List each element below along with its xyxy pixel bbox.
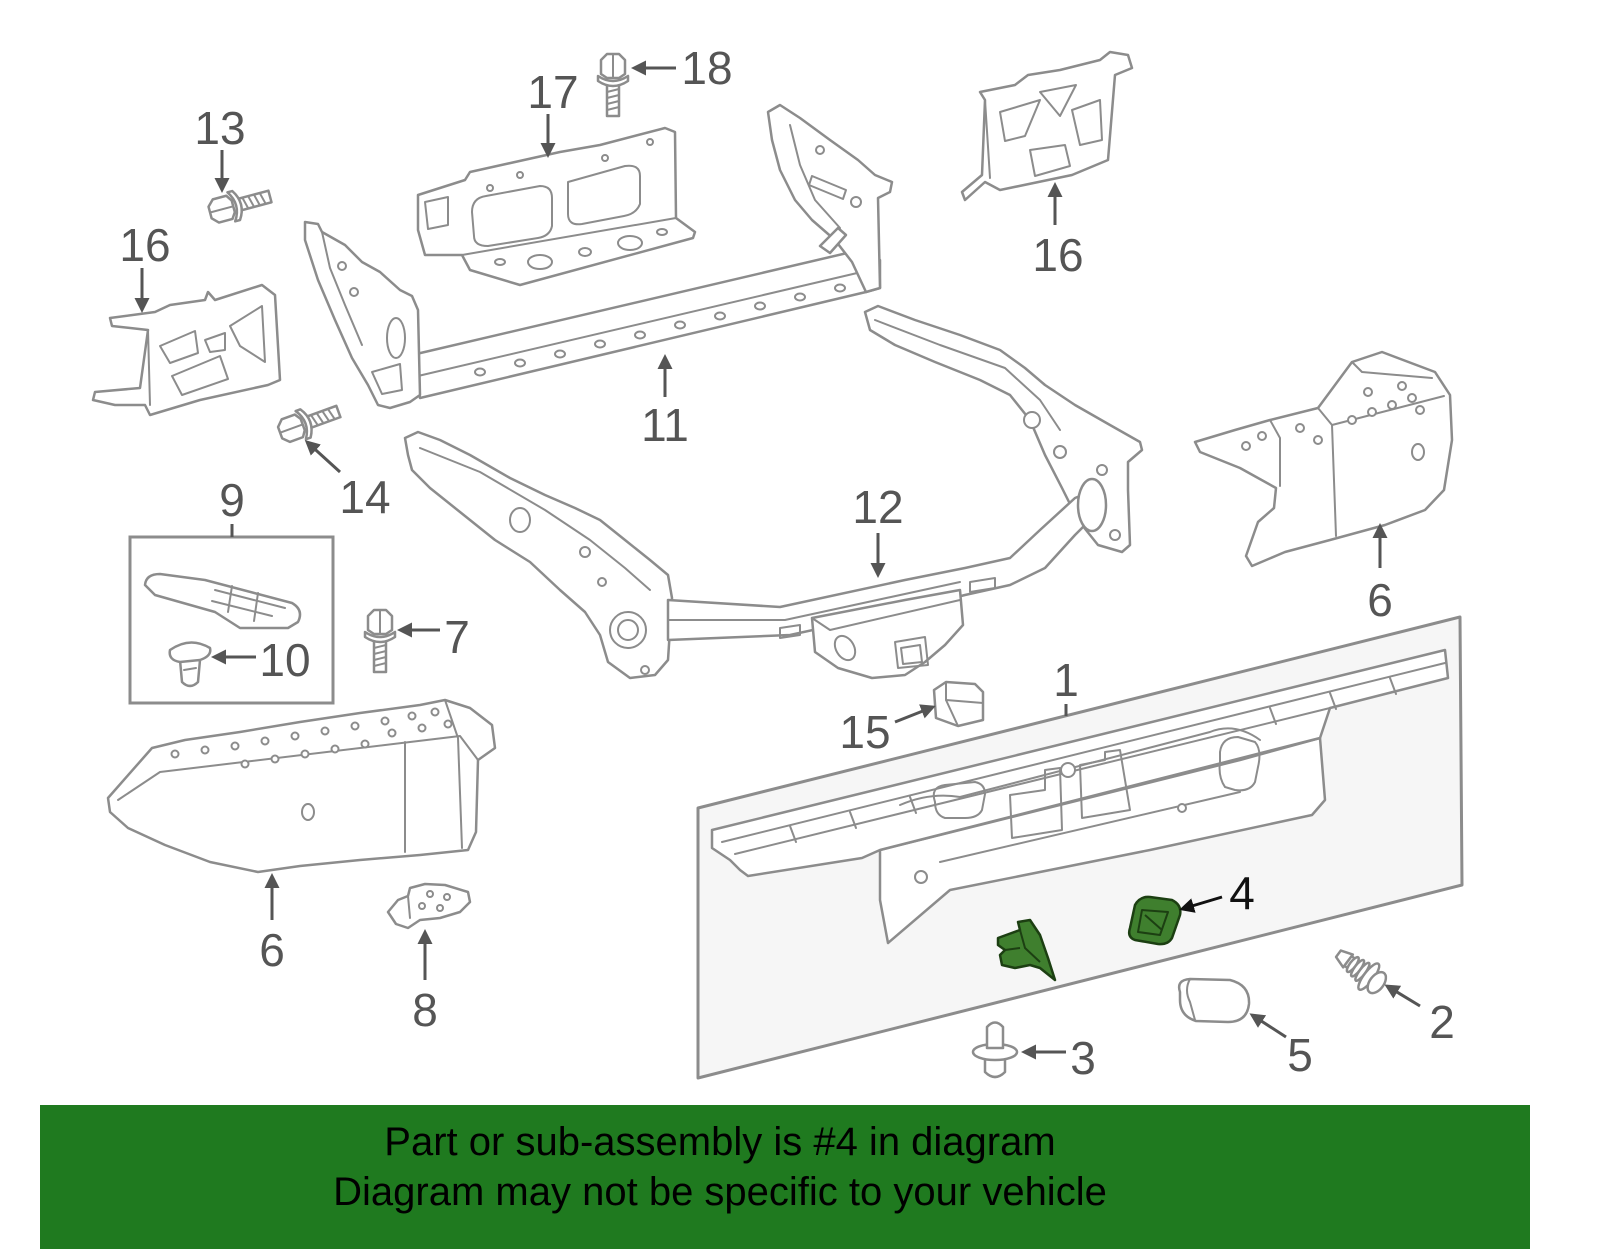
callout-18: 18 — [681, 42, 732, 94]
callout-6-left: 6 — [259, 924, 285, 976]
part-18-bolt — [596, 52, 630, 118]
part-9-illustration — [143, 572, 302, 630]
callout-14-arrow — [304, 439, 342, 474]
callout-16-right: 16 — [1032, 229, 1083, 281]
part-11-illustration — [303, 103, 894, 410]
part-3-clip — [971, 1021, 1019, 1079]
callout-15: 15 — [839, 706, 890, 758]
callout-2: 2 — [1429, 996, 1455, 1048]
callout-15-arrow — [894, 704, 936, 724]
part-6-right-illustration — [1193, 350, 1454, 568]
callout-8: 8 — [412, 984, 438, 1036]
callout-3: 3 — [1070, 1032, 1096, 1084]
part-10-clip — [168, 641, 212, 688]
callout-5-arrow — [1249, 1013, 1287, 1039]
part-15-illustration — [932, 680, 985, 728]
callout-9: 9 — [219, 474, 245, 526]
part-4-highlighted-illustration — [996, 895, 1182, 982]
part-16-right-illustration — [960, 50, 1134, 202]
callout-16-left: 16 — [119, 219, 170, 271]
callout-7: 7 — [444, 611, 470, 663]
info-banner: Part or sub-assembly is #4 in diagram Di… — [40, 1105, 1530, 1249]
callout-5: 5 — [1287, 1029, 1313, 1081]
callout-1: 1 — [1053, 654, 1079, 706]
callout-10: 10 — [259, 634, 310, 686]
part-12-illustration — [403, 304, 1144, 680]
part-7-bolt — [363, 608, 397, 674]
callout-6-right: 6 — [1367, 574, 1393, 626]
callout-14: 14 — [339, 471, 390, 523]
callout-12: 12 — [852, 481, 903, 533]
part-13-bolt — [207, 189, 273, 224]
part-8-illustration — [386, 882, 472, 930]
callout-11: 11 — [641, 399, 689, 451]
part-14-bolt — [276, 404, 342, 444]
callout-17: 17 — [527, 66, 578, 118]
part-16-left-illustration — [91, 283, 282, 417]
part-6-left-illustration — [106, 698, 497, 874]
banner-line-disclaimer: Diagram may not be specific to your vehi… — [333, 1170, 1107, 1214]
part-4-clip-piece — [1127, 895, 1182, 946]
part-2-push-pin — [1334, 949, 1388, 995]
callout-4: 4 — [1229, 867, 1255, 919]
callout-2-arrow — [1384, 984, 1421, 1008]
callout-13: 13 — [194, 102, 245, 154]
part-1-illustration — [710, 648, 1450, 945]
part-5-illustration — [1177, 977, 1251, 1024]
banner-line-part-info: Part or sub-assembly is #4 in diagram — [384, 1120, 1056, 1164]
callout-4-arrow — [1179, 895, 1223, 913]
part-17-illustration — [416, 126, 697, 287]
